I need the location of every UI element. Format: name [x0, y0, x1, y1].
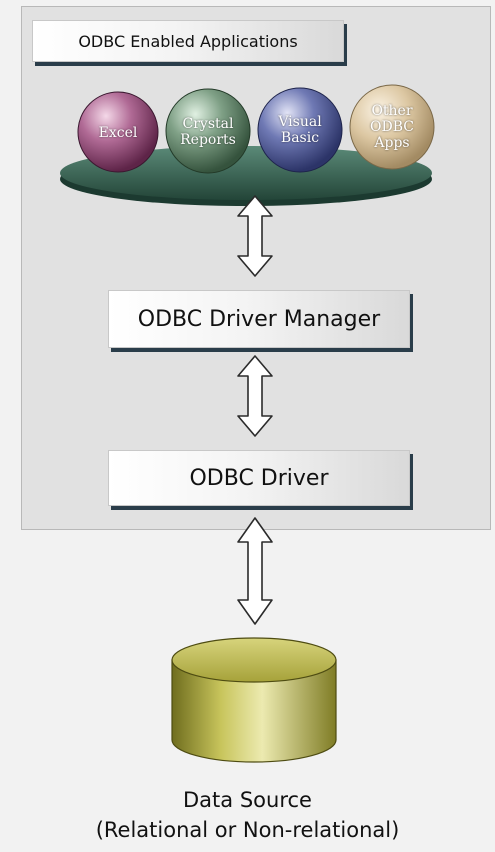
other-odbc-apps-label: Other ODBC Apps: [370, 103, 414, 151]
arrow-manager-to-driver: [237, 355, 273, 437]
visual-basic-sphere: [257, 87, 343, 173]
excel-label: Excel: [98, 125, 138, 141]
apps-header-label: ODBC Enabled Applications: [78, 31, 298, 51]
excel-sphere: [77, 91, 159, 173]
crystal-reports-label: Crystal Reports: [180, 116, 236, 148]
datasource-title: Data Source: [183, 788, 312, 812]
visual-basic-label: Visual Basic: [278, 114, 322, 146]
datasource-caption: Data Source (Relational or Non-relationa…: [0, 785, 495, 845]
driver-box: ODBC Driver: [108, 450, 410, 506]
apps-header-box: ODBC Enabled Applications: [32, 20, 344, 62]
driver-manager-label: ODBC Driver Manager: [137, 306, 381, 332]
driver-manager-box: ODBC Driver Manager: [108, 290, 410, 348]
crystal-reports-sphere: [165, 88, 251, 174]
arrow-apps-to-manager: [237, 195, 273, 277]
datasource-subtitle: (Relational or Non-relational): [95, 818, 400, 842]
driver-label: ODBC Driver: [189, 465, 329, 491]
other-odbc-apps-sphere: [349, 84, 435, 170]
arrow-driver-to-datasource: [237, 517, 273, 625]
applications-platter: [60, 146, 432, 206]
database-cylinder-icon: [171, 637, 337, 763]
